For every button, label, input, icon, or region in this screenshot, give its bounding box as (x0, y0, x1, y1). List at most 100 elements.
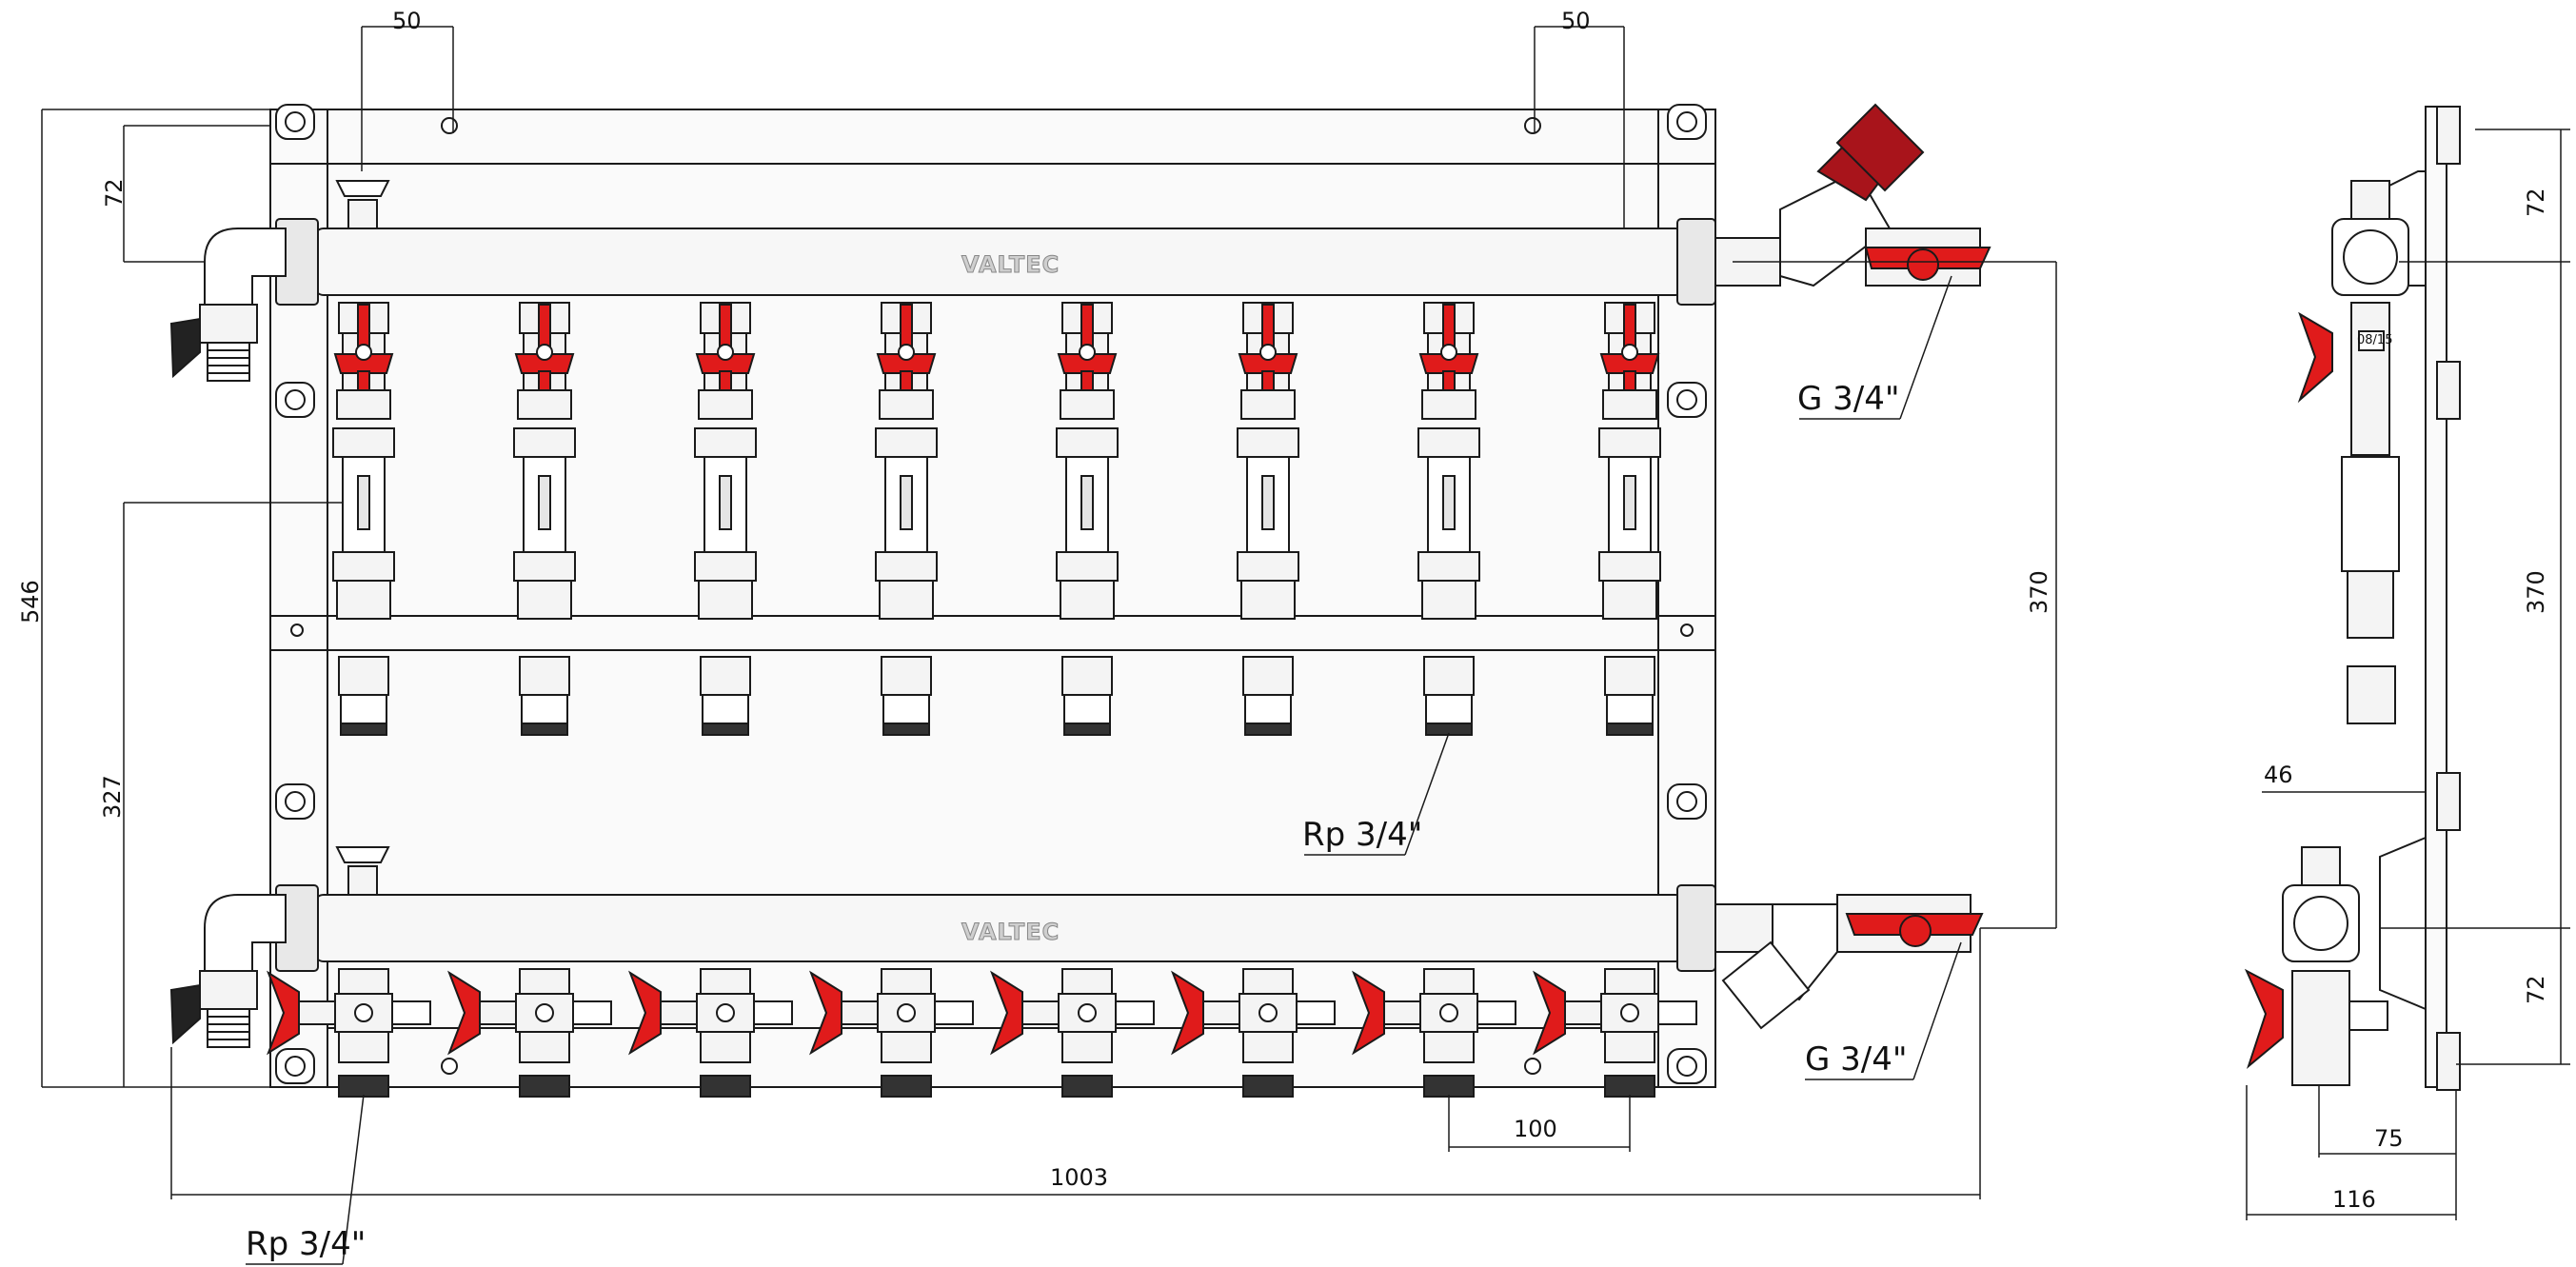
upper-outlet-4-hex-1 (1060, 389, 1115, 420)
dim-header-spacing: 370 (2026, 570, 2052, 614)
upper-outlet-1-hex-1 (517, 389, 572, 420)
dim-outlet-pitch: 100 (1514, 1116, 1557, 1142)
upper-outlet-6-hex-4 (1421, 580, 1476, 620)
upper-outlet-1-valve-cap (536, 344, 553, 361)
dimension-lines (41, 26, 2570, 1265)
side-lower-butterfly (2244, 968, 2284, 1069)
upper-outlet-7-hex-3 (1598, 551, 1661, 582)
lower-outlet-1-side-cap (572, 1000, 612, 1025)
side-upper-flowmeter (2341, 456, 2400, 572)
lower-outlet-3-nut (881, 968, 932, 995)
side-plate-tab-mid (2436, 361, 2461, 420)
callout-supply-thread: G 3/4" (1797, 380, 1900, 418)
side-view (2244, 106, 2461, 1091)
lower-outlet-3-side-cap (934, 1000, 974, 1025)
upper-outlet-5-thread (1244, 723, 1292, 736)
upper-outlet-2-thread (702, 723, 749, 736)
lower-outlet-0-butterfly-handle (267, 970, 300, 1056)
upper-outlet-5-valve-cap (1259, 344, 1277, 361)
lower-outlet-6-butterfly-handle (1352, 970, 1385, 1056)
lower-outlet-2-tee-plug (716, 1003, 735, 1022)
lower-outlet-7-side-cap (1657, 1000, 1697, 1025)
lower-outlet-0-side-port (294, 1000, 336, 1025)
side-lower-side-port (2348, 1000, 2388, 1031)
upper-outlet-7-fitting (1604, 656, 1655, 696)
upper-outlet-5-fitting (1242, 656, 1294, 696)
lower-outlet-6-thread (1423, 1075, 1475, 1098)
frame-hole-bottom-left (441, 1058, 458, 1075)
side-lower-outlet (2291, 970, 2350, 1086)
lower-outlet-0-nut (338, 968, 389, 995)
upper-outlet-4-valve-cap (1079, 344, 1096, 361)
lower-vent-handle (335, 846, 390, 863)
bracket-hole-1 (285, 389, 306, 410)
side-date-code: 08/15 (2357, 333, 2392, 347)
side-dim-top-offset: 72 (2523, 188, 2549, 217)
upper-outlet-7-valve-cap (1621, 344, 1638, 361)
lower-outlet-6-hex (1423, 1031, 1475, 1063)
upper-outlet-5-hex-3 (1237, 551, 1299, 582)
upper-outlet-2-hex-2 (694, 427, 757, 458)
upper-vent-handle (335, 180, 390, 197)
frame-hole-left (441, 117, 458, 134)
upper-outlet-4-valve-handle (1057, 353, 1118, 374)
side-dim-116: 116 (2332, 1186, 2376, 1213)
upper-outlet-3-hex-4 (879, 580, 934, 620)
lower-outlet-1-side-port (475, 1000, 517, 1025)
side-upper-header-bore (2343, 229, 2398, 285)
upper-outlet-0-hex-2 (332, 427, 395, 458)
upper-outlet-6-fitting (1423, 656, 1475, 696)
upper-outlet-0-hex-3 (332, 551, 395, 582)
lower-outlet-3-thread (881, 1075, 932, 1098)
callout-outlet-thread-bottom: Rp 3/4" (246, 1225, 366, 1263)
upper-outlet-1-hex-4 (517, 580, 572, 620)
manifold-headers (169, 103, 1991, 1084)
upper-outlet-0-valve-cap (355, 344, 372, 361)
upper-outlet-2-hex-1 (698, 389, 753, 420)
upper-outlet-5-valve-handle (1238, 353, 1298, 374)
upper-outlet-5-hex-2 (1237, 427, 1299, 458)
side-dim-75: 75 (2374, 1125, 2404, 1152)
lower-outlet-2-nut (700, 968, 751, 995)
upper-outlet-4-flowmeter-scale (1080, 475, 1094, 530)
lower-header-end-right (1676, 884, 1716, 972)
side-dim-bottom-offset: 72 (2523, 975, 2549, 1004)
callout-outlet-bottom-leader (342, 1094, 365, 1265)
lower-outlet-7-nut (1604, 968, 1655, 995)
lower-outlet-4-side-cap (1115, 1000, 1155, 1025)
lower-outlet-5-side-cap (1296, 1000, 1336, 1025)
upper-outlet-6-valve-handle (1418, 353, 1479, 374)
lower-outlet-5-thread (1242, 1075, 1294, 1098)
lower-outlet-6-side-cap (1476, 1000, 1516, 1025)
upper-outlet-4-hex-3 (1056, 551, 1119, 582)
upper-outlet-0-fitting (338, 656, 389, 696)
upper-outlet-0-thread (340, 723, 387, 736)
lower-outlet-3-side-port (837, 1000, 879, 1025)
upper-outlet-2-flowmeter-scale (719, 475, 732, 530)
lower-elbow (204, 894, 287, 972)
bracket-hole-2 (1676, 111, 1697, 132)
upper-outlet-6-hex-2 (1417, 427, 1480, 458)
dim-left-offset: 50 (392, 8, 422, 34)
upper-outlet-6-hex-1 (1421, 389, 1476, 420)
lower-outlet-5-butterfly-handle (1171, 970, 1204, 1056)
upper-elbow (204, 228, 287, 306)
side-plate (2425, 106, 2447, 1088)
callout-outlet-thread-top: Rp 3/4" (1302, 816, 1422, 854)
upper-outlet-1-valve-handle (514, 353, 575, 374)
upper-outlet-7-hex-2 (1598, 427, 1661, 458)
lower-outlet-6-side-port (1379, 1000, 1421, 1025)
lower-outlet-1-butterfly-handle (447, 970, 481, 1056)
upper-balancing-handle (1835, 103, 1925, 192)
frame-hole-mid-right (1680, 624, 1694, 637)
upper-outlet-4-hex-2 (1056, 427, 1119, 458)
upper-outlet-3-hex-3 (875, 551, 938, 582)
upper-outlet-1-hex-2 (513, 427, 576, 458)
side-upper-fitting (2347, 570, 2394, 639)
lower-outlet-3-tee-plug (897, 1003, 916, 1022)
dim-top-to-header: 72 (101, 178, 128, 208)
upper-outlet-0-valve-handle (333, 353, 394, 374)
lower-outlet-5-side-port (1199, 1000, 1240, 1025)
upper-outlet-6-flowmeter-scale (1442, 475, 1456, 530)
